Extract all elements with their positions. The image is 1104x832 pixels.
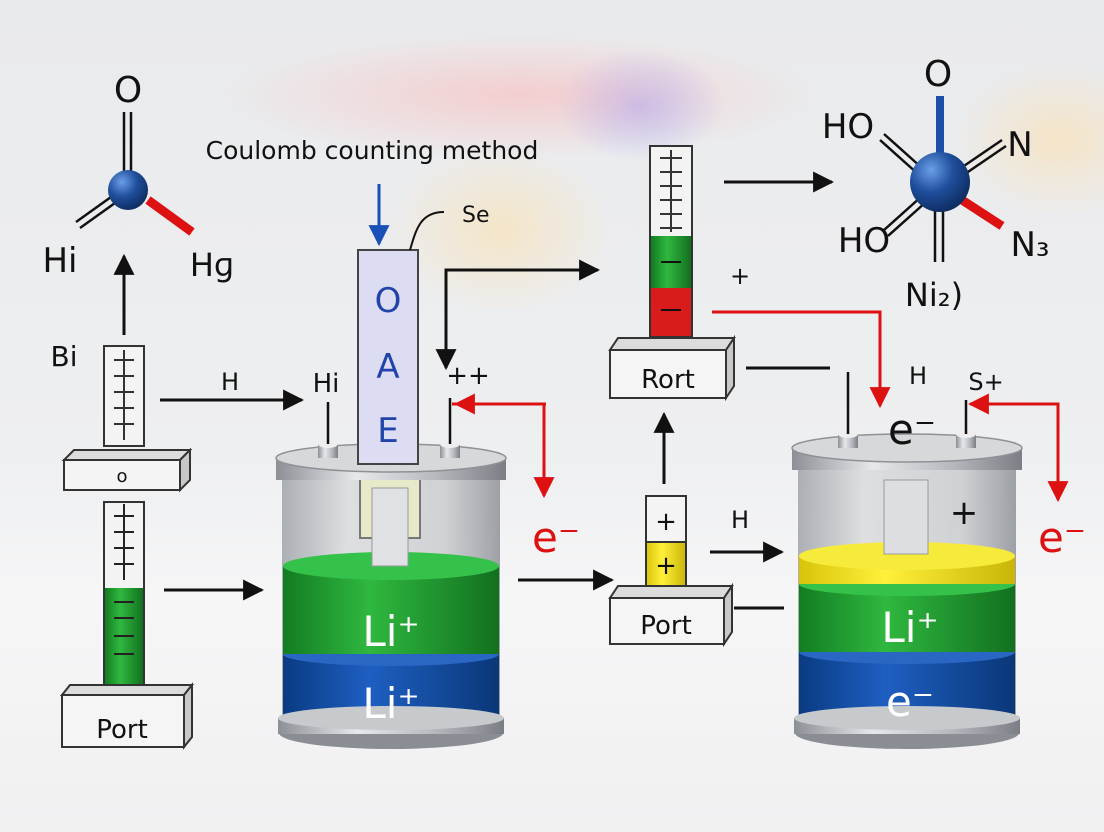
hydrogen-left-label: Hi <box>42 241 77 281</box>
layer-label: Li⁺ <box>881 603 938 652</box>
n-label: N₃ <box>1010 225 1049 265</box>
tube-label: Bi <box>51 340 78 373</box>
oxygen-label: O <box>924 54 952 95</box>
oxygen-label: O <box>114 70 142 111</box>
tube-mid-label: o <box>116 466 127 487</box>
layer-label: e⁻ <box>886 677 934 726</box>
base-label: Rort <box>641 365 695 395</box>
probe-letter: A <box>376 347 399 387</box>
hydrogen-right-label: Hɡ <box>190 246 234 284</box>
arrow-h-label: H <box>731 506 749 534</box>
layer-label: Li⁺ <box>362 607 419 656</box>
atom-icon <box>108 170 148 210</box>
right-molecule: O HO HO N N₃ Ni₂) <box>822 54 1050 314</box>
ho-label: HO <box>822 107 874 147</box>
small-cell-label: + <box>655 551 677 581</box>
center-battery-cell: O A E Se Hi ++ Li⁺ Li⁺ <box>275 203 507 749</box>
electron-flow-arrow <box>712 310 891 409</box>
left-tube-assembly: Bi o Port <box>51 253 195 750</box>
layer-label: Li⁺ <box>362 679 419 728</box>
plus-label: + <box>950 493 979 533</box>
middle-column: Rort + + + Port H <box>608 145 785 648</box>
small-cell-label: + <box>655 507 677 537</box>
probe-letter: E <box>377 411 398 451</box>
terminal-label: ++ <box>446 361 490 391</box>
tube-base-label: Port <box>96 715 148 745</box>
n-label: N <box>1007 125 1032 165</box>
arrow-connector <box>444 259 601 340</box>
left-molecule: O Hi Hɡ <box>42 70 234 284</box>
atom-icon <box>910 152 970 212</box>
ho-label: HO <box>838 221 890 261</box>
electron-label: e⁻ <box>888 405 936 454</box>
terminal-label: S+ <box>968 368 1003 396</box>
base-label: Port <box>640 611 692 641</box>
right-battery-cell: H S+ e⁻ + Li⁺ e⁻ <box>791 362 1023 749</box>
terminal-label: H <box>909 362 927 390</box>
terminal-label: Hi <box>313 369 340 399</box>
arrow-h-label: H <box>221 368 239 396</box>
plus-label: + <box>730 262 750 290</box>
ni-label: Ni₂) <box>905 276 963 314</box>
page-title: Coulomb counting method <box>206 136 539 165</box>
electron-label: e⁻ <box>532 513 580 562</box>
electron-label: e⁻ <box>1038 513 1086 562</box>
probe-letter: O <box>375 281 402 321</box>
probe-label: Se <box>462 203 490 228</box>
